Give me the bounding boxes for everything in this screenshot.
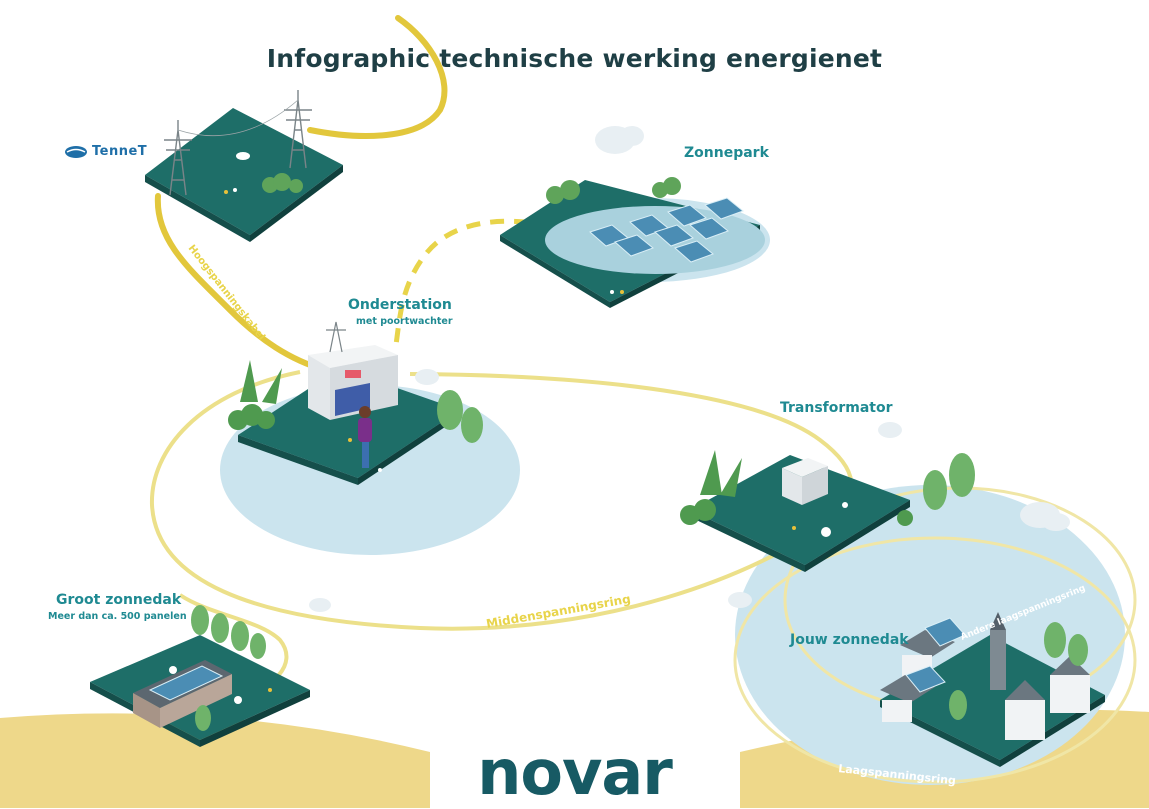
- person: [358, 406, 372, 468]
- tile-groot-zonnedak: [90, 605, 310, 747]
- hoogspanningskabel-label: Hoogspanningskabel: [186, 243, 267, 343]
- tennet-logo-text: TenneT: [92, 144, 148, 159]
- trees: [923, 453, 975, 510]
- transformer-box: [782, 458, 828, 505]
- sand-hill-left: [0, 713, 430, 808]
- tennet-logo-icon: [65, 145, 87, 158]
- tile-zonnepark: [500, 177, 765, 308]
- tile-transformator: [680, 450, 975, 572]
- substation-building: [308, 345, 398, 420]
- label-jouw-zonnedak: Jouw zonnedak: [790, 632, 909, 648]
- label-groot-zonnedak: Groot zonnedak: [56, 592, 182, 608]
- solar-panels: [589, 197, 745, 263]
- label-onderstation-sub: met poortwachter: [356, 316, 453, 327]
- trees: [191, 605, 266, 731]
- novar-logo: novar: [477, 736, 673, 809]
- label-zonnepark: Zonnepark: [684, 145, 769, 161]
- tile-tennet: [145, 90, 343, 242]
- hoogspanningskabel: [154, 193, 328, 373]
- tile-onderstation: [228, 321, 483, 485]
- flowers-yellow: [224, 190, 796, 692]
- clouds: [309, 126, 1070, 612]
- houses: [880, 612, 1090, 740]
- bushes: [262, 173, 303, 193]
- trees: [949, 622, 1088, 720]
- barn: [133, 660, 232, 728]
- dashed-cable-zonnepark: [393, 218, 576, 346]
- page-title: Infographic technische werking energiene…: [266, 44, 883, 73]
- bushes: [228, 360, 282, 430]
- trees: [437, 390, 483, 443]
- label-onderstation: Onderstation: [348, 297, 452, 313]
- middenspanningsring: [149, 370, 854, 631]
- hoogspanning-overhead: [307, 15, 448, 139]
- bushes: [546, 177, 681, 204]
- tennet-logo: TenneT: [64, 144, 147, 159]
- laagspanningsring: [733, 536, 1137, 784]
- tile-jouw-zonnedak: [880, 612, 1105, 767]
- label-groot-zonnedak-sub: Meer dan ca. 500 panelen: [48, 611, 187, 622]
- substation-pylon: [326, 321, 346, 353]
- flowers: [169, 188, 848, 704]
- bushes: [680, 450, 913, 526]
- label-transformator: Transformator: [780, 400, 893, 416]
